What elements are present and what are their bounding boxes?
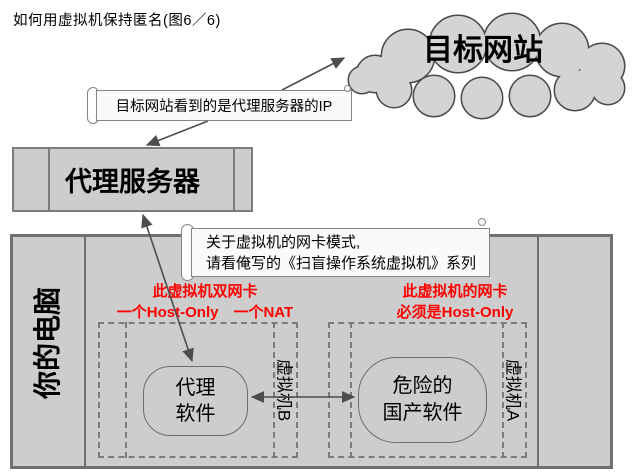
vm-a-box: [328, 322, 527, 458]
vm-a-right-rule: [502, 322, 504, 458]
note2-pin: [478, 218, 486, 226]
arrow-note-to-cloud: [281, 57, 346, 91]
vm-a-warning-line1: 此虚拟机的网卡: [402, 283, 508, 300]
note2-line1: 关于虚拟机的网卡模式,: [206, 233, 361, 251]
page-title: 如何用虚拟机保持匿名(图6／6): [13, 13, 221, 29]
note1: 目标网站看到的是代理服务器的IP: [96, 90, 352, 121]
proxy-server-label: 代理服务器: [65, 167, 200, 197]
note1-pin: [344, 85, 351, 92]
note2-line2: 请看俺写的《扫盲操作系统虚拟机》系列: [206, 254, 477, 272]
vm-b-left-rule: [125, 322, 127, 458]
proxy-software-line2: 软件: [175, 403, 216, 425]
proxy-software-line1: 代理: [175, 377, 216, 399]
computer-left-divider: [84, 237, 86, 466]
dangerous-software-line2: 国产软件: [382, 402, 463, 424]
vm-b-right-rule: [273, 322, 275, 458]
vm-b-warning-line1: 此虚拟机双网卡: [152, 283, 258, 300]
proxy-box-right-rule: [233, 149, 235, 210]
vm-b-label: 虚拟机B: [274, 358, 294, 422]
vm-b-warning: 此虚拟机双网卡 一个Host-Only 一个NAT: [93, 281, 317, 323]
vm-b-warning-line2: 一个Host-Only 一个NAT: [116, 304, 294, 321]
vm-a-warning: 此虚拟机的网卡 必须是Host-Only: [348, 281, 562, 323]
vm-b-box: [98, 322, 298, 458]
vm-a-warning-line2: 必须是Host-Only: [396, 304, 514, 321]
target-website-label: 目标网站: [423, 34, 543, 67]
proxy-software-node: 代理 软件: [143, 366, 248, 436]
note2: 关于虚拟机的网卡模式, 请看俺写的《扫盲操作系统虚拟机》系列: [191, 228, 490, 277]
your-computer-label: 你的电脑: [32, 286, 63, 400]
dangerous-software-node: 危险的 国产软件: [358, 357, 487, 443]
proxy-box-left-rule: [48, 149, 50, 210]
proxy-server-box: 代理服务器: [12, 147, 253, 212]
computer-right-divider: [537, 237, 539, 466]
vm-a-left-rule: [350, 322, 352, 458]
vm-a-label: 虚拟机A: [503, 358, 523, 422]
arrow-note-to-proxy-server: [145, 120, 209, 147]
dangerous-software-line1: 危险的: [392, 375, 453, 397]
